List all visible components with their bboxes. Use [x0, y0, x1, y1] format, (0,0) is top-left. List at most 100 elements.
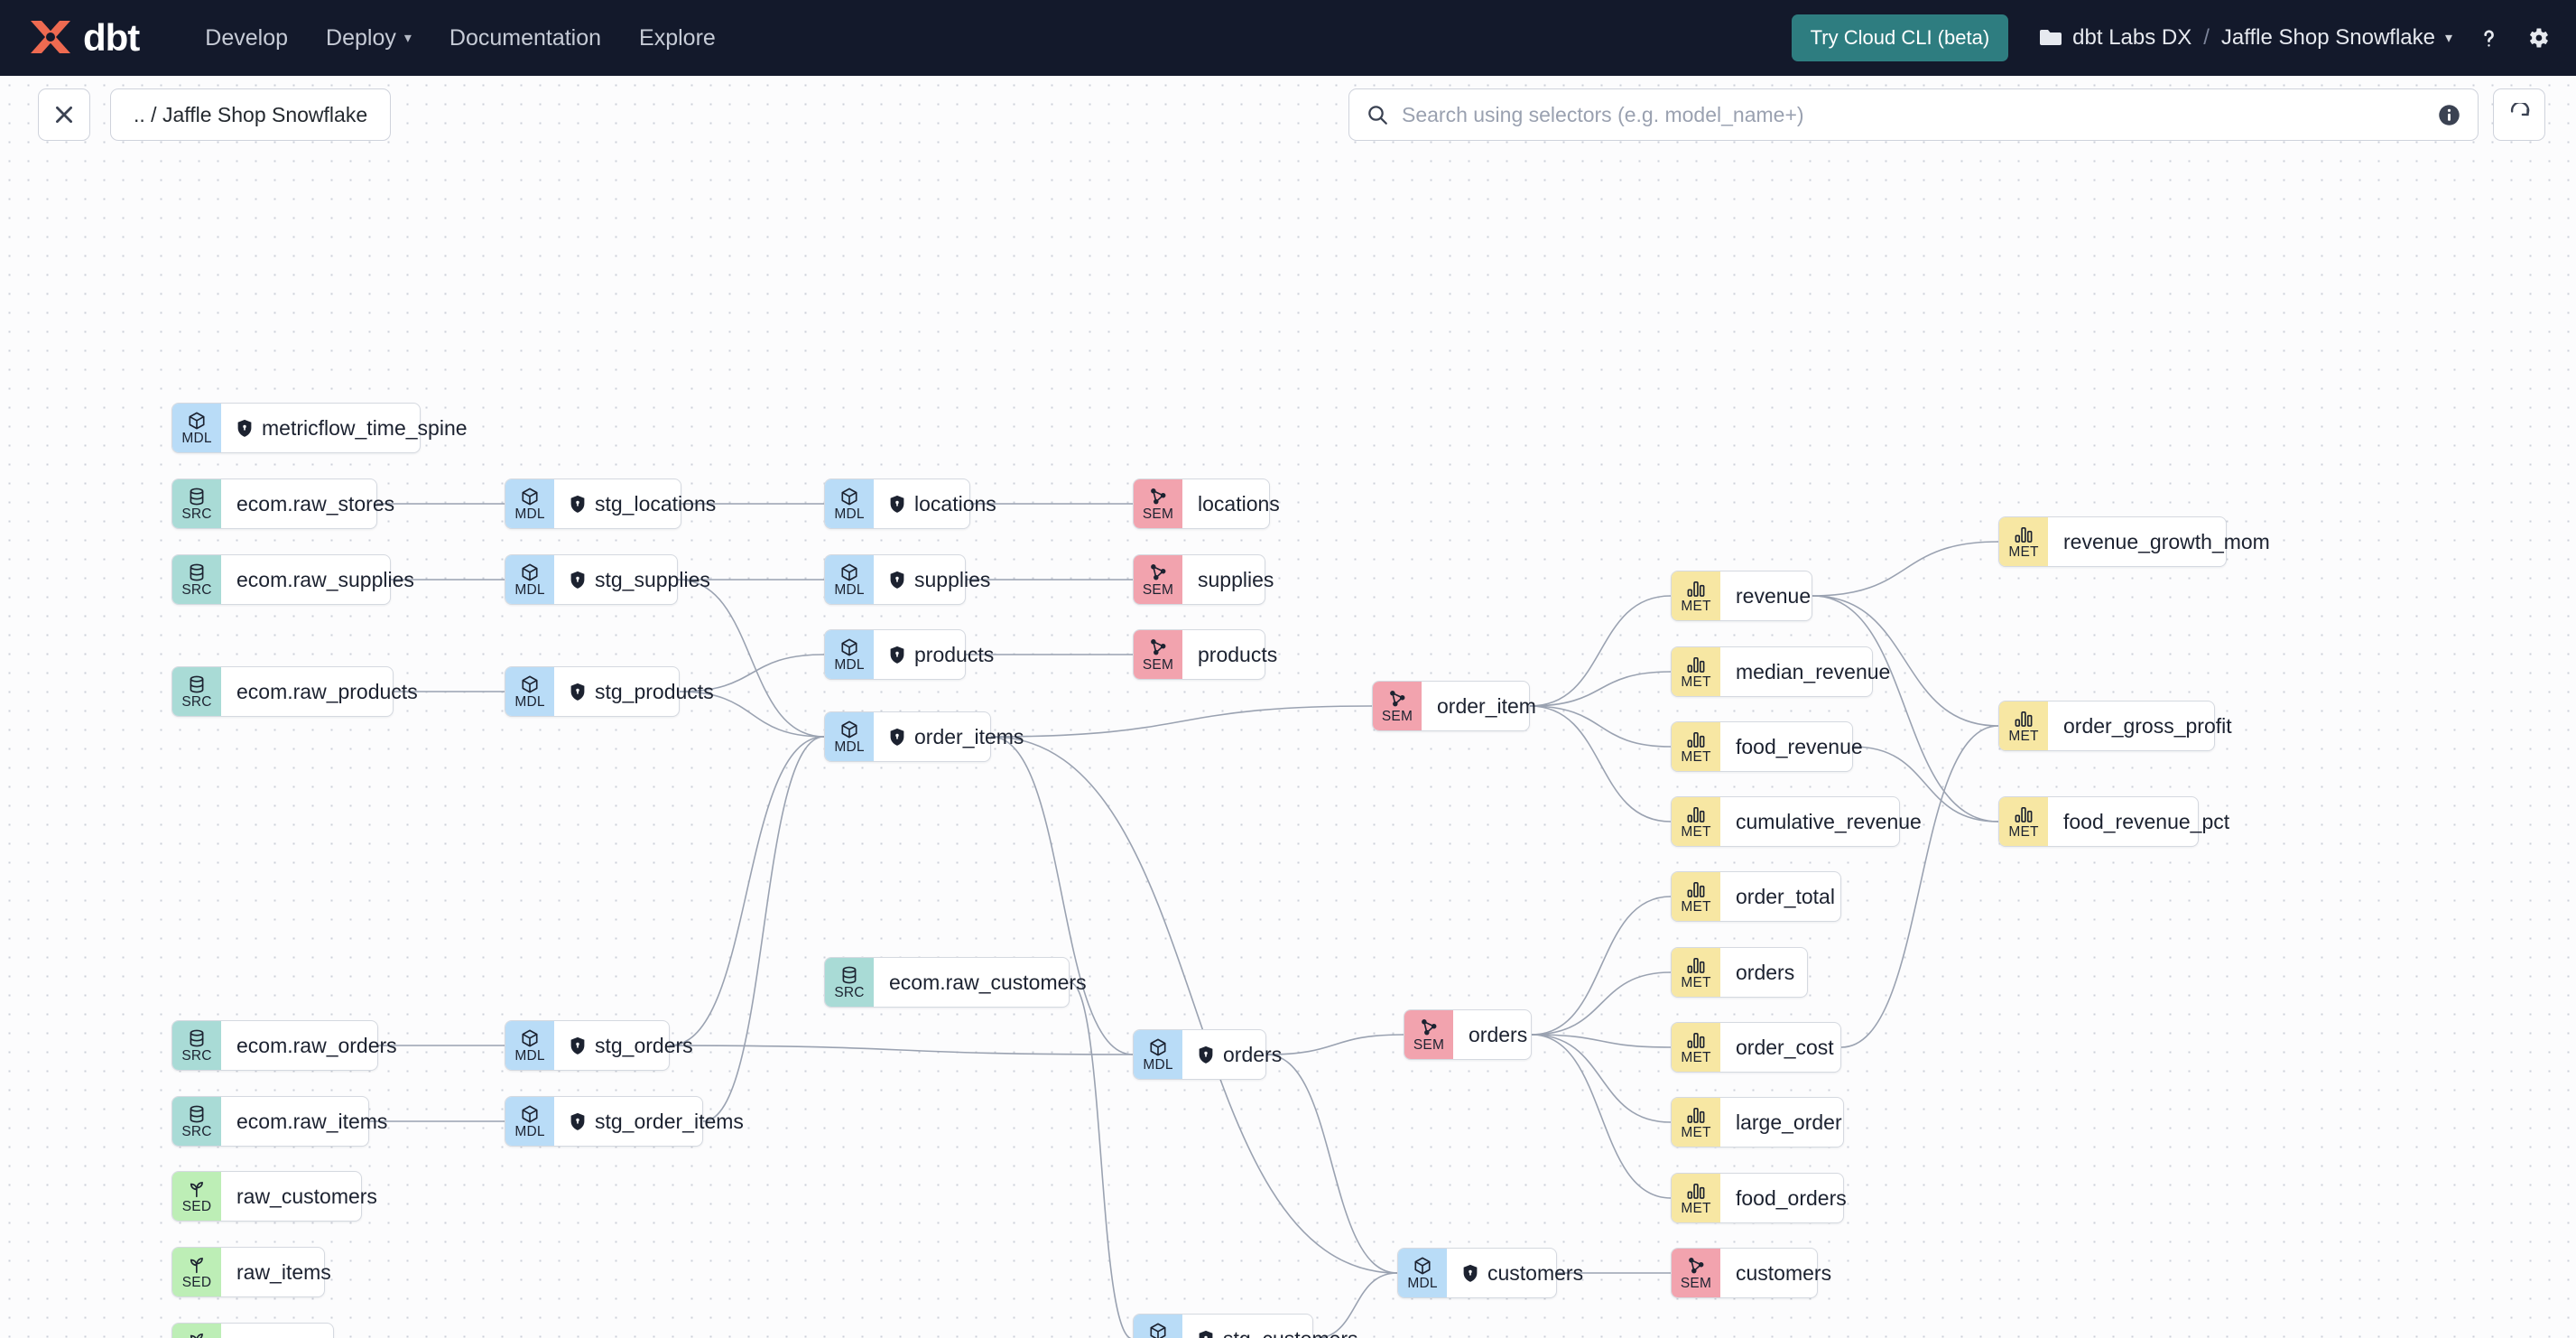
src-icon: [839, 965, 859, 985]
nav-link-explore[interactable]: Explore: [620, 25, 735, 51]
node-type-badge-src: SRC: [172, 479, 221, 528]
edge-sem_order_item-to-met_food_revenue: [1529, 705, 1672, 748]
met-icon: [1686, 729, 1706, 749]
node-label-wrap: stg_products: [554, 667, 731, 716]
sed-icon: [187, 1179, 207, 1199]
nav-link-deploy[interactable]: Deploy ▾: [307, 25, 431, 51]
node-type-badge-src: SRC: [172, 667, 221, 716]
search-bar[interactable]: [1348, 88, 2479, 141]
nav-link-documentation[interactable]: Documentation: [431, 25, 620, 51]
node-type-abbr: MDL: [514, 506, 545, 522]
try-cloud-cli-button[interactable]: Try Cloud CLI (beta): [1791, 14, 2009, 61]
node-label-wrap: food_revenue_pct: [2048, 797, 2247, 846]
node-label: cumulative_revenue: [1736, 809, 1922, 833]
search-input[interactable]: [1402, 102, 2424, 127]
node-label: raw_orders: [236, 1336, 340, 1338]
graph-node-sem_order_item[interactable]: SEM order_item: [1372, 681, 1536, 731]
project-chevron-down-icon[interactable]: ▾: [2444, 31, 2452, 46]
help-icon[interactable]: [2477, 26, 2501, 51]
node-type-badge-mdl: MDL: [825, 555, 874, 604]
node-type-badge-mdl: MDL: [1134, 1030, 1182, 1079]
met-icon: [1686, 579, 1706, 599]
breadcrumb-account[interactable]: dbt Labs DX: [2072, 25, 2192, 50]
met-icon: [1686, 1181, 1706, 1201]
info-icon[interactable]: [2437, 103, 2461, 127]
protected-shield-icon: [570, 683, 586, 701]
node-label-wrap: median_revenue: [1720, 647, 1907, 696]
breadcrumb-project[interactable]: Jaffle Shop Snowflake: [2220, 25, 2435, 50]
node-type-badge-met: MET: [1672, 872, 1720, 921]
node-type-badge-mdl: MDL: [505, 479, 554, 528]
close-button[interactable]: [38, 88, 90, 141]
node-type-badge-met: MET: [1999, 702, 2048, 750]
mdl-icon: [187, 411, 207, 431]
node-label-wrap: ecom.raw_customers: [874, 958, 1104, 1007]
node-type-badge-sem: SEM: [1373, 682, 1422, 730]
node-label: revenue_growth_mom: [2063, 529, 2270, 553]
node-type-badge-met: MET: [1672, 1023, 1720, 1072]
node-label: order_item: [1437, 693, 1536, 718]
node-type-badge-sed: SED: [172, 1172, 221, 1221]
mdl-icon: [520, 1028, 540, 1048]
dbt-logo[interactable]: dbt: [25, 17, 140, 59]
node-type-abbr: MET: [2008, 823, 2039, 840]
nav-link-develop[interactable]: Develop: [186, 25, 307, 51]
node-type-abbr: MDL: [1143, 1056, 1173, 1073]
breadcrumb-pill[interactable]: .. / Jaffle Shop Snowflake: [110, 88, 392, 141]
sem-icon: [1387, 689, 1407, 709]
refresh-button[interactable]: [2493, 88, 2545, 141]
breadcrumb-separator: /: [2203, 25, 2210, 50]
node-type-abbr: SRC: [181, 1123, 212, 1139]
node-type-badge-sed: SED: [172, 1248, 221, 1296]
lineage-toolbar: .. / Jaffle Shop Snowflake: [0, 76, 2576, 152]
node-type-badge-src: SRC: [825, 958, 874, 1007]
node-label-wrap: supplies: [874, 555, 1007, 604]
met-icon: [2014, 709, 2034, 729]
gear-icon[interactable]: [2525, 25, 2551, 51]
nav-link-documentation-label: Documentation: [449, 24, 602, 51]
mdl-icon: [839, 637, 859, 657]
node-type-badge-src: SRC: [172, 1097, 221, 1146]
node-type-badge-mdl: MDL: [825, 479, 874, 528]
